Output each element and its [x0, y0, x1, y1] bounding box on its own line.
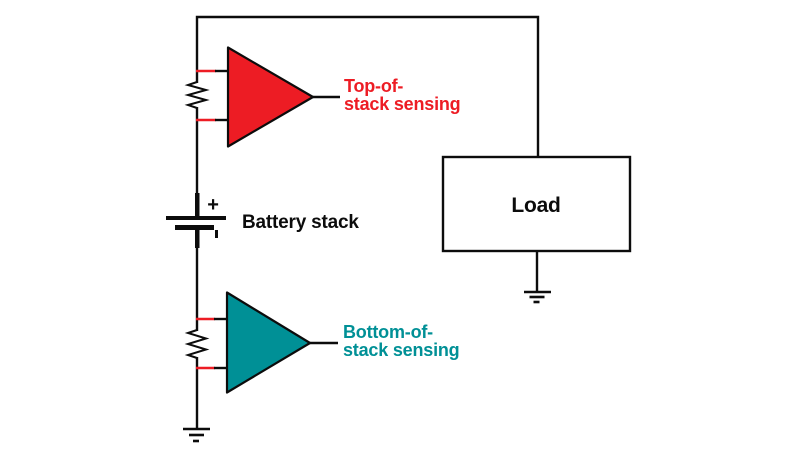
bottom-of-stack-opamp: [225, 291, 312, 394]
bottom-sensing-label-line2: stack sensing: [343, 340, 459, 360]
top-of-stack-opamp: [226, 46, 315, 148]
battery-bottom-stub: [195, 229, 200, 248]
top-loop-wire: [195, 15, 540, 158]
load-label: Load: [511, 194, 560, 217]
bottom-sensing-label-line1: Bottom-of-: [343, 322, 433, 342]
ground-left-icon: [183, 427, 210, 443]
resistor-bottom: [184, 329, 210, 359]
battery-stack-label: Battery stack: [242, 212, 359, 233]
ground-under-load-icon: [524, 290, 551, 304]
battery-negative-plate: [175, 225, 214, 230]
resistor-top: [184, 81, 210, 109]
top-sensing-label-line2: stack sensing: [344, 94, 460, 114]
battery-minus-mark: [215, 230, 218, 238]
battery-top-stub: [195, 193, 200, 218]
load-box: [441, 155, 632, 253]
top-sensing-label-line1: Top-of-: [344, 76, 403, 96]
battery-positive-plate: [166, 216, 226, 220]
battery-plus-label: +: [207, 194, 218, 216]
